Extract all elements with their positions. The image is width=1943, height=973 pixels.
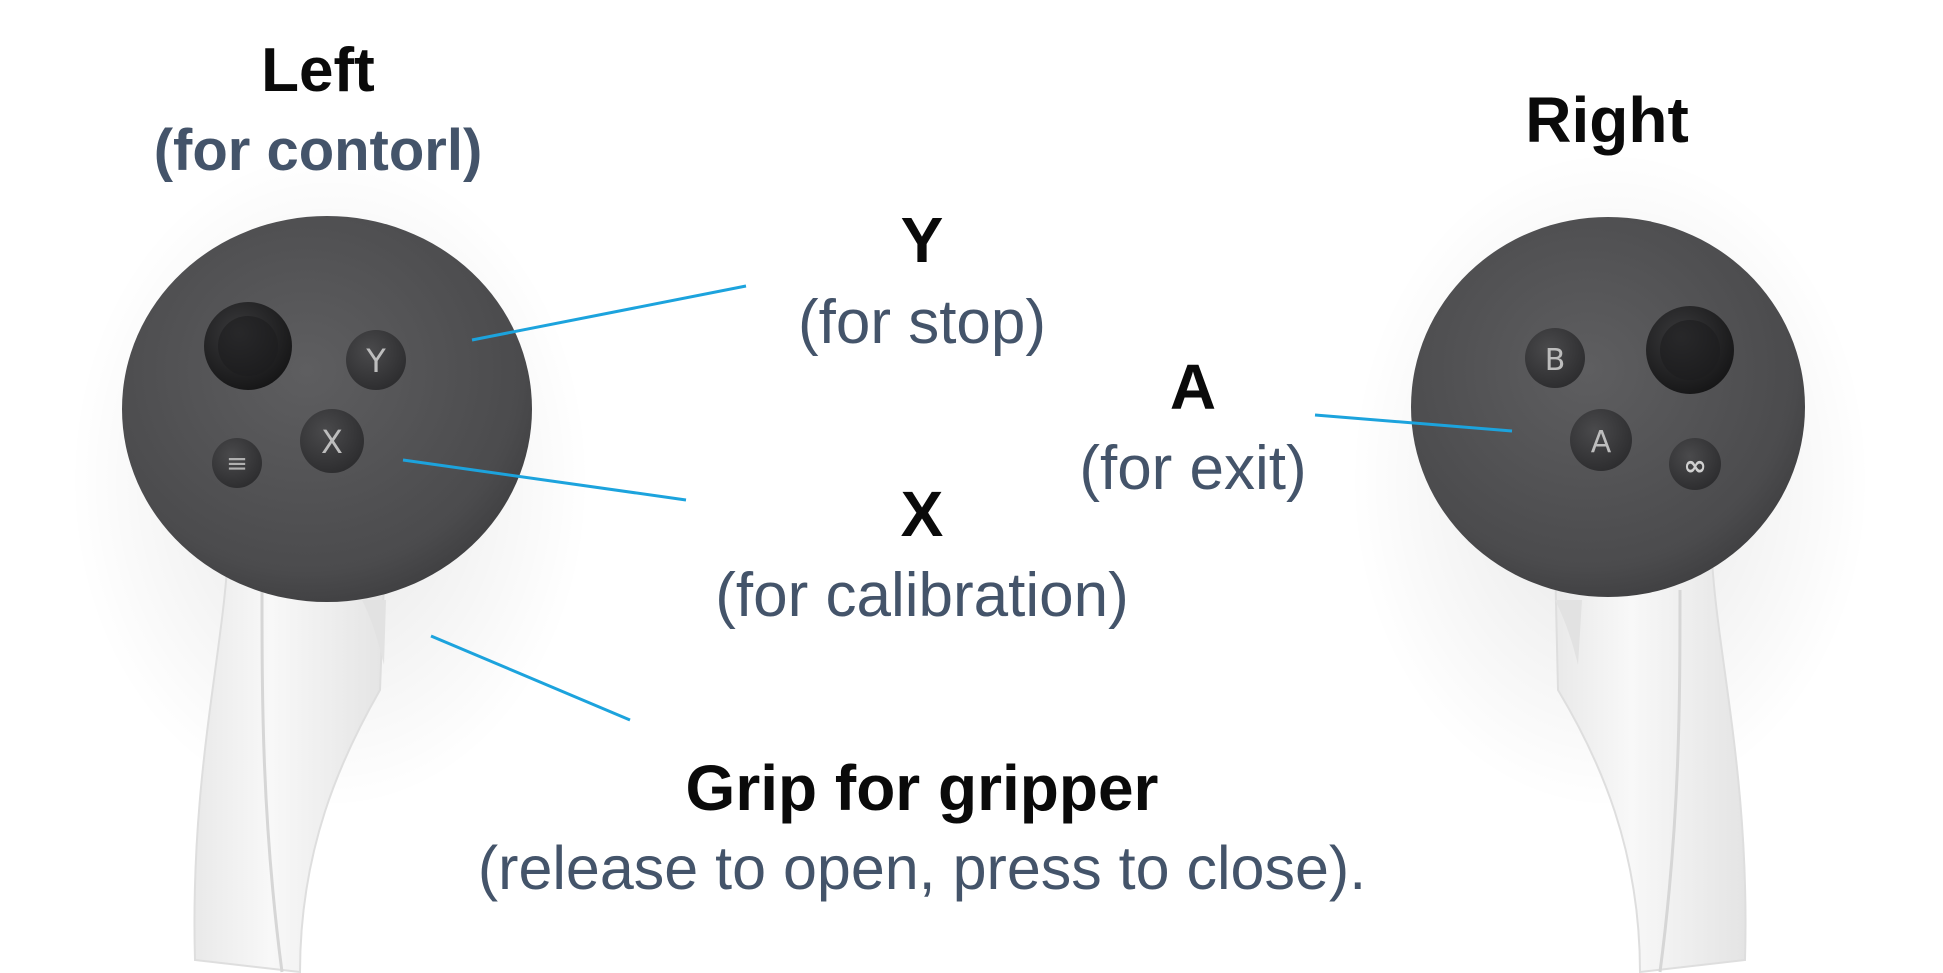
y-callout-desc: (for stop) [797,288,1047,357]
left-controller-subtitle: (for contorl) [153,118,483,183]
b-button-glyph: B [1545,343,1566,378]
a-callout-title: A [1169,351,1217,423]
grip-leader-line [430,634,631,722]
meta-button-glyph: ∞ [1683,449,1706,482]
left-controller: Y X ≡ [70,150,590,973]
a-leader-line [1314,413,1513,433]
y-button-glyph: Y [365,342,386,380]
menu-button-glyph: ≡ [226,449,248,479]
left-controller-face [122,216,532,602]
y-button-icon: Y [346,330,406,390]
x-button-icon: X [300,409,364,473]
grip-callout-title: Grip for gripper [685,752,1159,824]
x-callout-desc: (for calibration) [715,561,1129,630]
right-controller-face [1411,217,1805,597]
a-callout-desc: (for exit) [1079,434,1307,503]
left-controller-title: Left [261,36,375,105]
grip-callout-desc: (release to open, press to close). [477,834,1367,902]
y-callout-title: Y [900,204,944,276]
y-leader-line [471,284,747,342]
menu-button-icon: ≡ [212,438,262,488]
meta-button-icon: ∞ [1669,438,1721,490]
a-button-icon: A [1570,409,1632,471]
b-button-icon: B [1525,328,1585,388]
right-controller: B A ∞ [1350,150,1870,973]
right-controller-title: Right [1525,84,1689,156]
left-controller-handle [193,554,387,973]
a-button-glyph: A [1591,425,1612,460]
x-callout-title: X [900,478,944,550]
x-button-glyph: X [321,423,343,461]
right-controller-handle [1553,559,1747,973]
x-leader-line [402,458,687,502]
leader-lines [402,284,1513,722]
